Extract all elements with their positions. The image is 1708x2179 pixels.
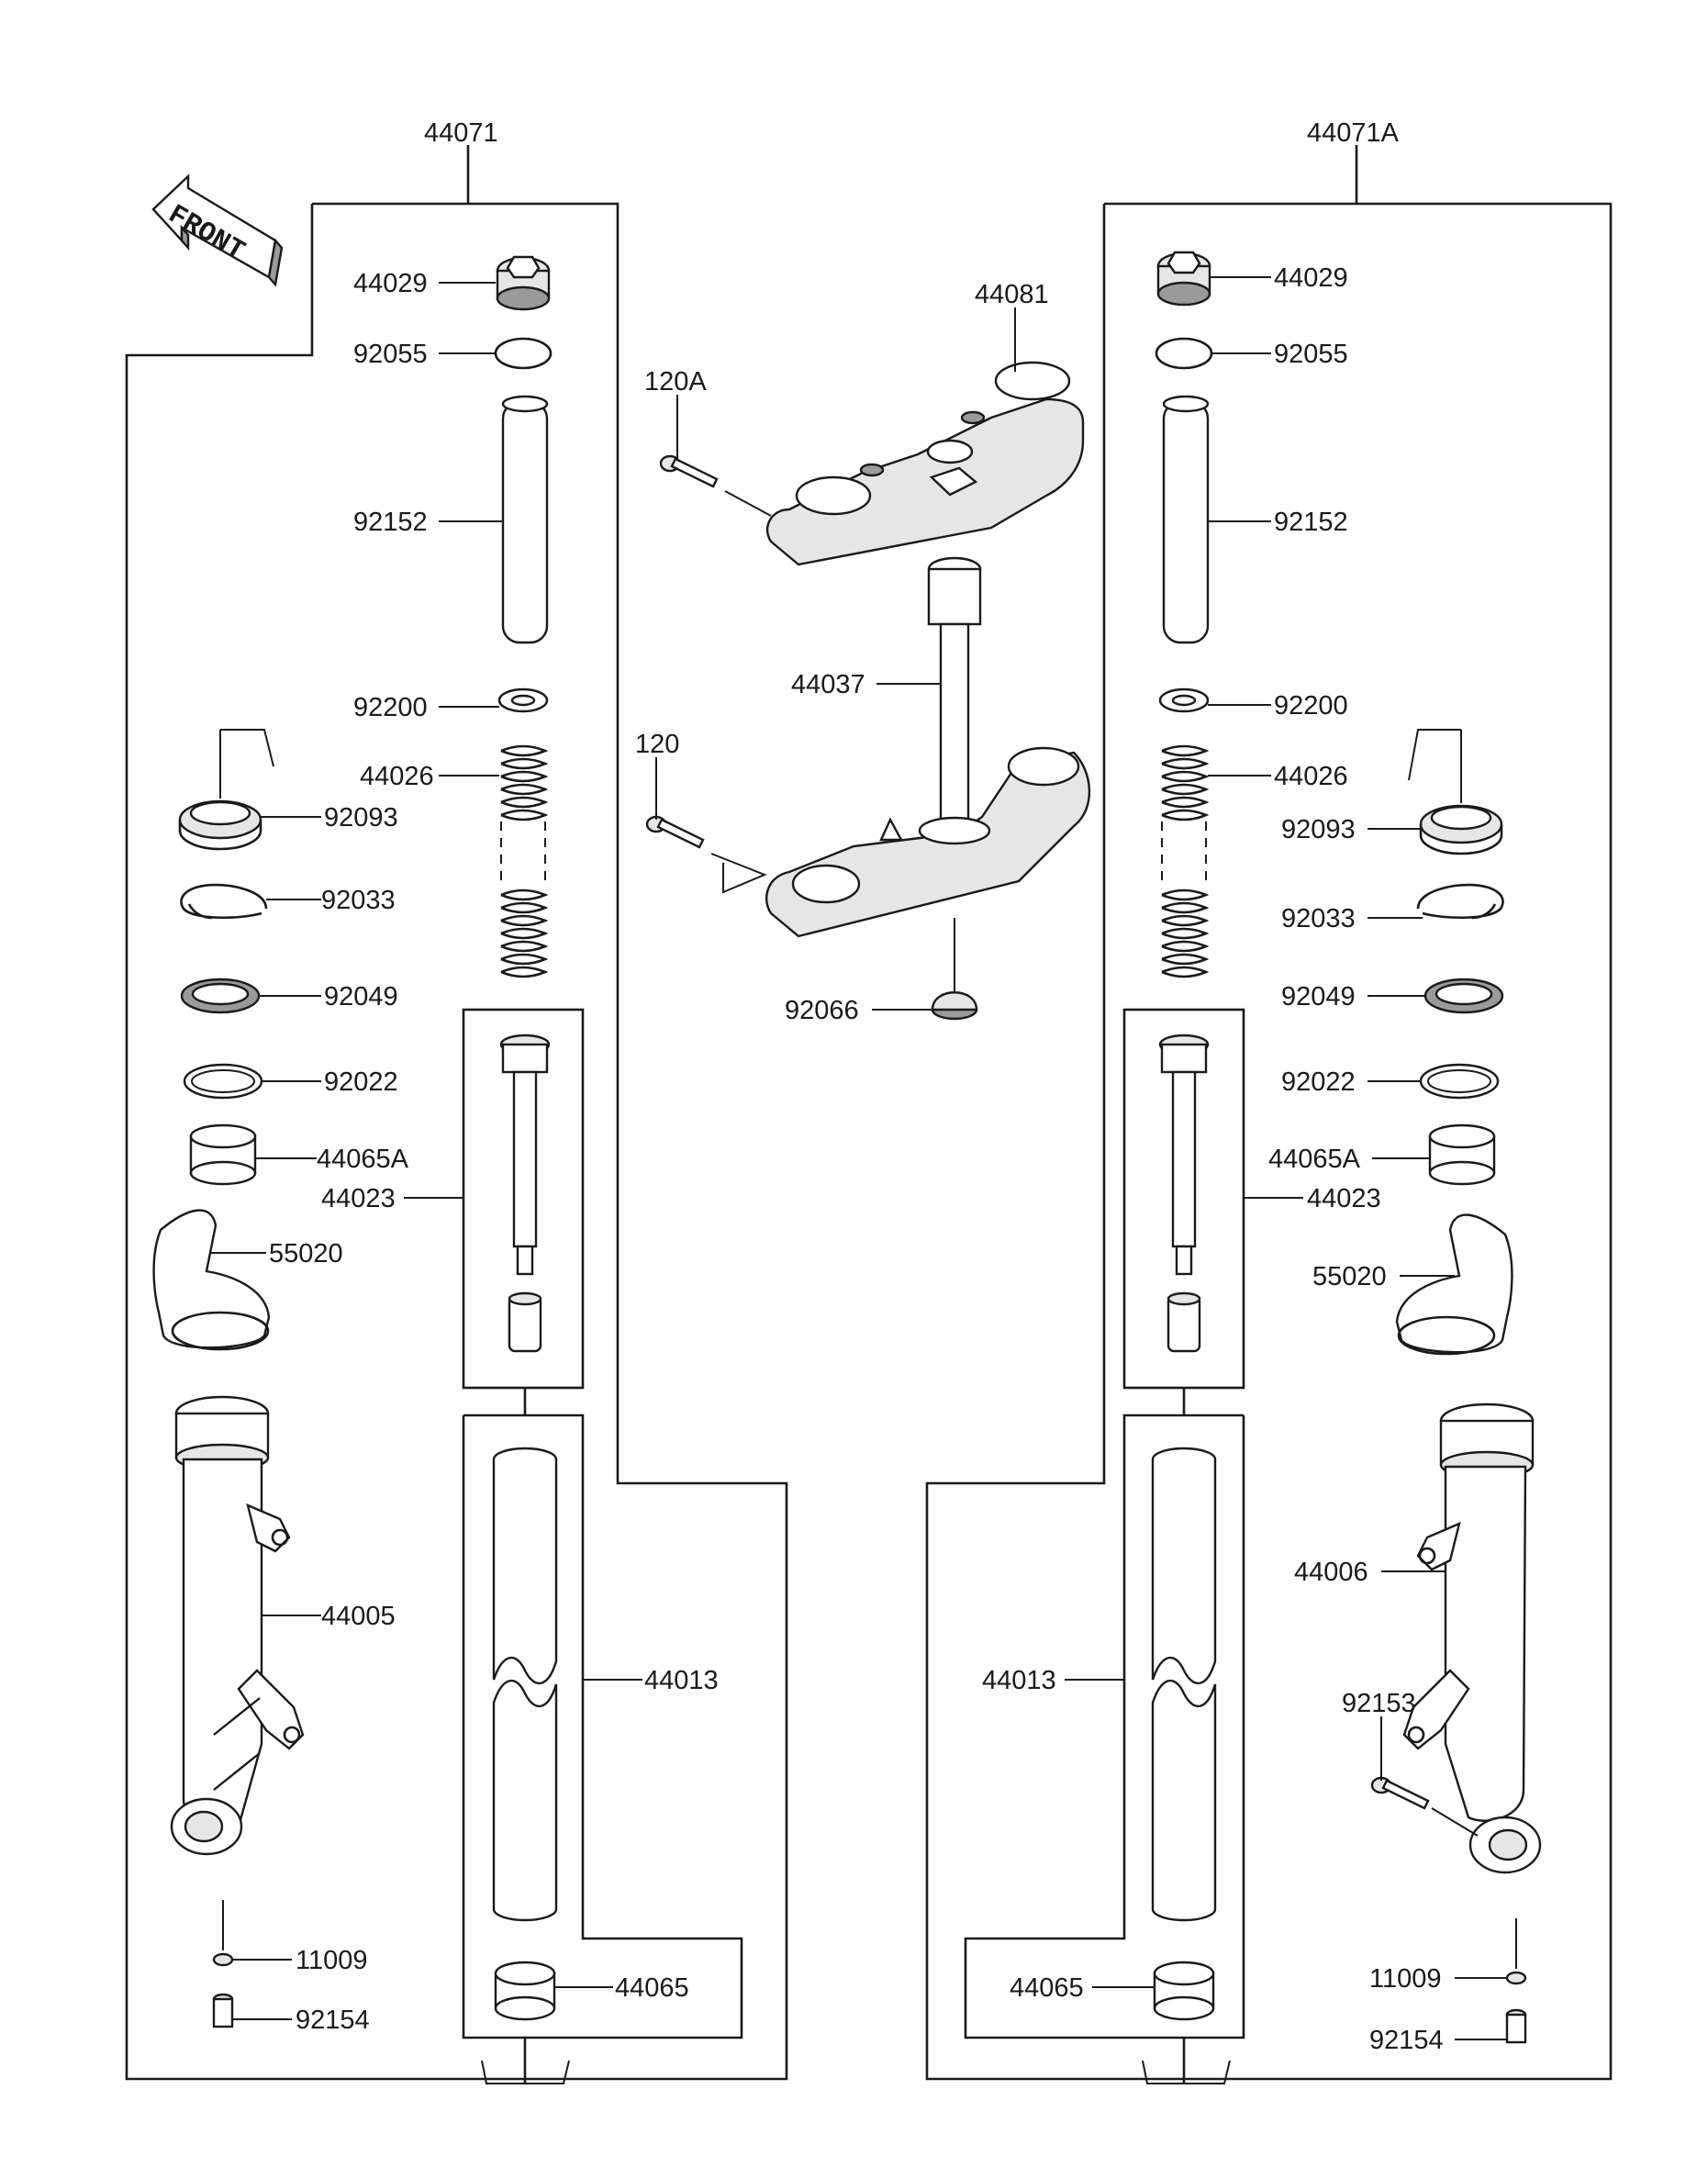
label-44023-left: 44023 xyxy=(321,1184,396,1213)
drain-bolt-right-icon xyxy=(1505,2008,1527,2044)
ring-washer-icon xyxy=(183,1063,263,1100)
label-92066: 92066 xyxy=(785,996,859,1025)
cap-bolt-right-icon xyxy=(1156,251,1211,307)
fork-cylinder-right-icon xyxy=(1158,1034,1210,1353)
bolt-120a-icon xyxy=(659,454,719,488)
label-92093-left: 92093 xyxy=(324,803,398,832)
collar-pipe-right-icon xyxy=(1162,395,1210,644)
label-55020-right: 55020 xyxy=(1312,1262,1387,1291)
o-ring-icon xyxy=(494,337,553,370)
front-arrow-icon: FRONT xyxy=(151,173,284,287)
circlip-icon xyxy=(180,883,268,920)
upper-bracket-icon xyxy=(765,361,1085,566)
label-120A: 120A xyxy=(644,367,707,397)
inner-tube-left-icon xyxy=(492,1447,558,1922)
gasket-right-icon xyxy=(1505,1971,1527,1985)
label-92033-right: 92033 xyxy=(1281,904,1356,933)
washer-icon xyxy=(497,687,549,713)
label-44065A-right: 44065A xyxy=(1268,1145,1361,1174)
label-11009-right: 11009 xyxy=(1369,1964,1442,1994)
label-44081: 44081 xyxy=(975,280,1049,309)
inner-tube-right-icon xyxy=(1151,1447,1217,1922)
label-92022-right: 92022 xyxy=(1281,1067,1356,1097)
o-ring-right-icon xyxy=(1155,337,1213,370)
cap-bolt-icon xyxy=(496,255,551,311)
bushing-right-icon xyxy=(1428,1123,1496,1186)
dust-seal-icon xyxy=(180,978,261,1014)
label-92093-right: 92093 xyxy=(1281,815,1356,844)
bolt-92153-icon xyxy=(1370,1776,1430,1810)
lower-bushing-right-icon xyxy=(1153,1961,1215,2021)
label-44065-right: 44065 xyxy=(1010,1973,1084,2003)
bolt-120-icon xyxy=(645,815,705,849)
fork-spring-icon xyxy=(500,744,549,978)
outer-tube-left-icon xyxy=(170,1395,305,1856)
bushing-icon xyxy=(189,1123,257,1186)
label-44006: 44006 xyxy=(1294,1558,1368,1587)
label-92154-left: 92154 xyxy=(296,2006,370,2035)
label-120: 120 xyxy=(635,730,679,759)
label-44023-right: 44023 xyxy=(1307,1184,1381,1213)
steering-stem-icon xyxy=(765,556,1091,938)
washer-right-icon xyxy=(1158,687,1210,713)
circlip-right-icon xyxy=(1416,883,1504,920)
label-11009-left: 11009 xyxy=(296,1946,368,1975)
collar-pipe-icon xyxy=(501,395,549,644)
label-44026-left: 44026 xyxy=(360,762,434,791)
label-44005: 44005 xyxy=(321,1602,396,1631)
right-assembly-outline: 44071A xyxy=(925,118,1613,2081)
label-44065-left: 44065 xyxy=(615,1973,689,2003)
label-92153: 92153 xyxy=(1342,1689,1416,1718)
label-92200-right: 92200 xyxy=(1274,691,1348,721)
lower-bushing-icon xyxy=(494,1961,556,2021)
label-44037: 44037 xyxy=(791,670,865,699)
stem-cap-icon xyxy=(931,991,978,1021)
inner-tube-group-box xyxy=(462,1414,743,2039)
drain-bolt-icon xyxy=(212,1993,234,2028)
gasket-icon xyxy=(212,1952,234,1967)
label-92154-right: 92154 xyxy=(1369,2026,1444,2055)
fork-guard-icon xyxy=(152,1209,271,1351)
ring-washer-right-icon xyxy=(1419,1063,1500,1100)
label-92049-right: 92049 xyxy=(1281,982,1356,1011)
label-44013-right: 44013 xyxy=(982,1666,1056,1695)
label-44026-right: 44026 xyxy=(1274,762,1348,791)
label-92049-left: 92049 xyxy=(324,982,398,1011)
fork-spring-right-icon xyxy=(1161,744,1210,978)
label-92152-left: 92152 xyxy=(353,508,428,537)
assembly-label-right: 44071A xyxy=(1307,118,1400,148)
label-92055-left: 92055 xyxy=(353,340,428,369)
oil-seal-icon xyxy=(178,799,262,851)
label-44065A-left: 44065A xyxy=(317,1145,409,1174)
assembly-label-left: 44071 xyxy=(424,118,498,148)
label-92200-left: 92200 xyxy=(353,693,428,722)
label-55020-left: 55020 xyxy=(269,1239,343,1268)
dust-seal-right-icon xyxy=(1423,978,1504,1014)
label-92033-left: 92033 xyxy=(321,886,396,915)
left-assembly-outline: 44071 xyxy=(125,118,788,2081)
oil-seal-right-icon xyxy=(1419,804,1503,855)
label-44029-left: 44029 xyxy=(353,269,428,298)
inner-tube-group-box-right xyxy=(964,1414,1245,2039)
label-44029-right: 44029 xyxy=(1274,263,1348,293)
label-44013-left: 44013 xyxy=(644,1666,719,1695)
fork-guard-right-icon xyxy=(1395,1213,1513,1356)
label-92022-left: 92022 xyxy=(324,1067,398,1097)
label-92152-right: 92152 xyxy=(1274,508,1348,537)
label-92055-right: 92055 xyxy=(1274,340,1348,369)
outer-tube-right-icon xyxy=(1402,1402,1542,1874)
fork-cylinder-icon xyxy=(499,1034,551,1353)
